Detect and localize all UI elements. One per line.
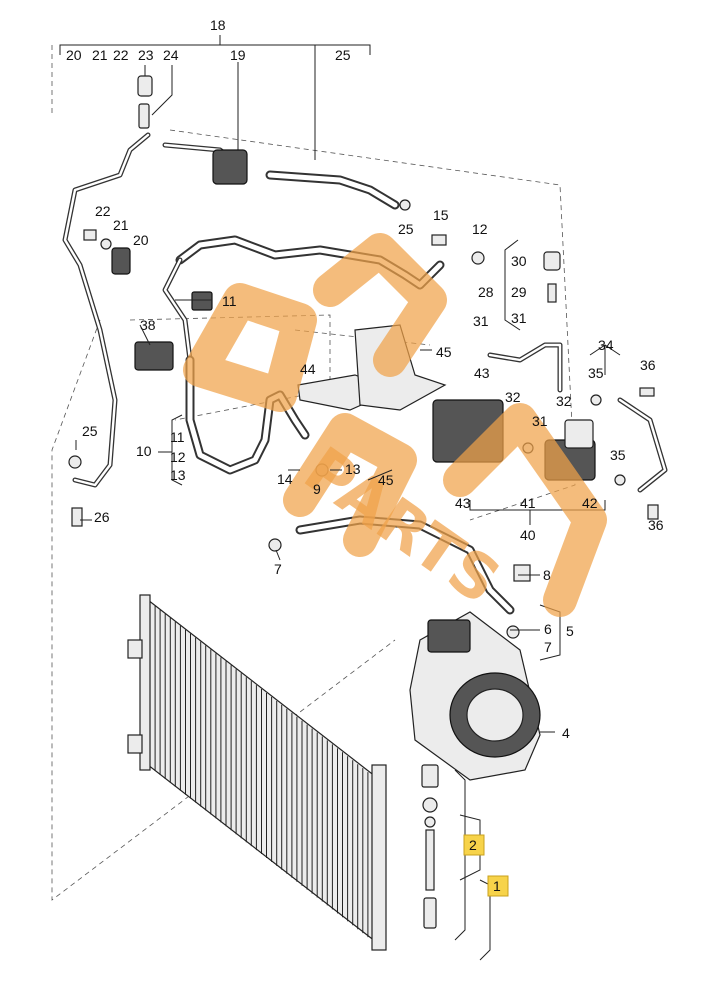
label-45: 45 xyxy=(378,472,394,488)
valve-cap-23 xyxy=(137,75,153,97)
seal-6 xyxy=(506,625,520,639)
label-22: 22 xyxy=(95,203,111,219)
label-1-highlight xyxy=(487,875,509,897)
seal-21 xyxy=(100,238,112,250)
label-12: 12 xyxy=(170,449,186,465)
components xyxy=(68,75,659,639)
seal-7 xyxy=(268,538,282,552)
label-38: 38 xyxy=(140,317,156,333)
switch-11 xyxy=(191,291,213,311)
label-2: 2 xyxy=(469,837,477,853)
watermark: PARTS xyxy=(183,233,607,618)
label-25-mid: 25 xyxy=(398,221,414,237)
bracket-38 xyxy=(134,341,174,371)
label-42: 42 xyxy=(582,495,598,511)
label-1: 1 xyxy=(493,878,501,894)
label-8: 8 xyxy=(543,567,551,583)
condenser-1 xyxy=(127,594,387,951)
label-14: 14 xyxy=(277,471,293,487)
label-24: 24 xyxy=(163,47,179,63)
part-labels: 18 20 21 22 23 24 19 25 22 21 20 25 15 1… xyxy=(66,17,664,897)
label-10: 10 xyxy=(136,443,152,459)
bolt-36a xyxy=(639,387,655,397)
label-35: 35 xyxy=(610,447,626,463)
seal-25-top xyxy=(399,199,411,211)
label-25-left: 25 xyxy=(82,423,98,439)
label-21-top: 21 xyxy=(92,47,108,63)
label-40: 40 xyxy=(520,527,536,543)
label-2-highlight xyxy=(463,834,485,856)
valve-29 xyxy=(547,283,557,303)
dryer-kit-2 xyxy=(421,764,439,929)
label-9: 9 xyxy=(313,481,321,497)
seal-25-left xyxy=(68,455,82,469)
label-18: 18 xyxy=(210,17,226,33)
label-20-top: 20 xyxy=(66,47,82,63)
label-7: 7 xyxy=(544,639,552,655)
label-20: 20 xyxy=(133,232,149,248)
label-11: 11 xyxy=(170,429,185,445)
cap-30 xyxy=(543,251,561,271)
label-28: 28 xyxy=(478,284,494,300)
sensor-20 xyxy=(111,247,131,275)
seal-35a xyxy=(590,394,602,406)
label-31-low: 31 xyxy=(532,413,548,429)
label-35-top: 35 xyxy=(588,365,604,381)
label-36: 36 xyxy=(648,517,664,533)
label-31-top: 31 xyxy=(511,310,527,326)
fitting-22 xyxy=(83,229,97,241)
label-32-right: 32 xyxy=(556,393,572,409)
label-7-top: 7 xyxy=(274,561,282,577)
label-23: 23 xyxy=(138,47,154,63)
label-29: 29 xyxy=(511,284,527,300)
label-36-top: 36 xyxy=(640,357,656,373)
label-31-mid: 31 xyxy=(473,313,489,329)
compressor-4 xyxy=(409,611,541,781)
label-4: 4 xyxy=(562,725,570,741)
label-41: 41 xyxy=(520,495,536,511)
label-43-top: 43 xyxy=(474,365,490,381)
label-44: 44 xyxy=(300,361,316,377)
label-43: 43 xyxy=(455,495,471,511)
label-6: 6 xyxy=(544,621,552,637)
bolt-15 xyxy=(431,234,447,246)
seal-35b xyxy=(614,474,626,486)
bolt-8 xyxy=(513,564,531,582)
label-22-top: 22 xyxy=(113,47,129,63)
label-30: 30 xyxy=(511,253,527,269)
label-25-top: 25 xyxy=(335,47,351,63)
leader-lines xyxy=(75,299,555,733)
label-5: 5 xyxy=(566,623,574,639)
label-26: 26 xyxy=(94,509,110,525)
label-15: 15 xyxy=(433,207,449,223)
label-19: 19 xyxy=(230,47,246,63)
seal-12 xyxy=(471,251,485,265)
valve-24 xyxy=(138,103,150,129)
pressure-sensor-19 xyxy=(212,149,248,185)
label-11-top: 11 xyxy=(222,293,237,309)
bolt-26 xyxy=(71,507,83,527)
label-21: 21 xyxy=(113,217,129,233)
label-45-top: 45 xyxy=(436,344,452,360)
label-34: 34 xyxy=(598,337,614,353)
label-12-top: 12 xyxy=(472,221,488,237)
label-32-left: 32 xyxy=(505,389,521,405)
bolt-36b xyxy=(647,504,659,520)
label-13-left: 13 xyxy=(170,467,186,483)
label-13: 13 xyxy=(345,461,361,477)
valve-block-top xyxy=(564,419,594,449)
